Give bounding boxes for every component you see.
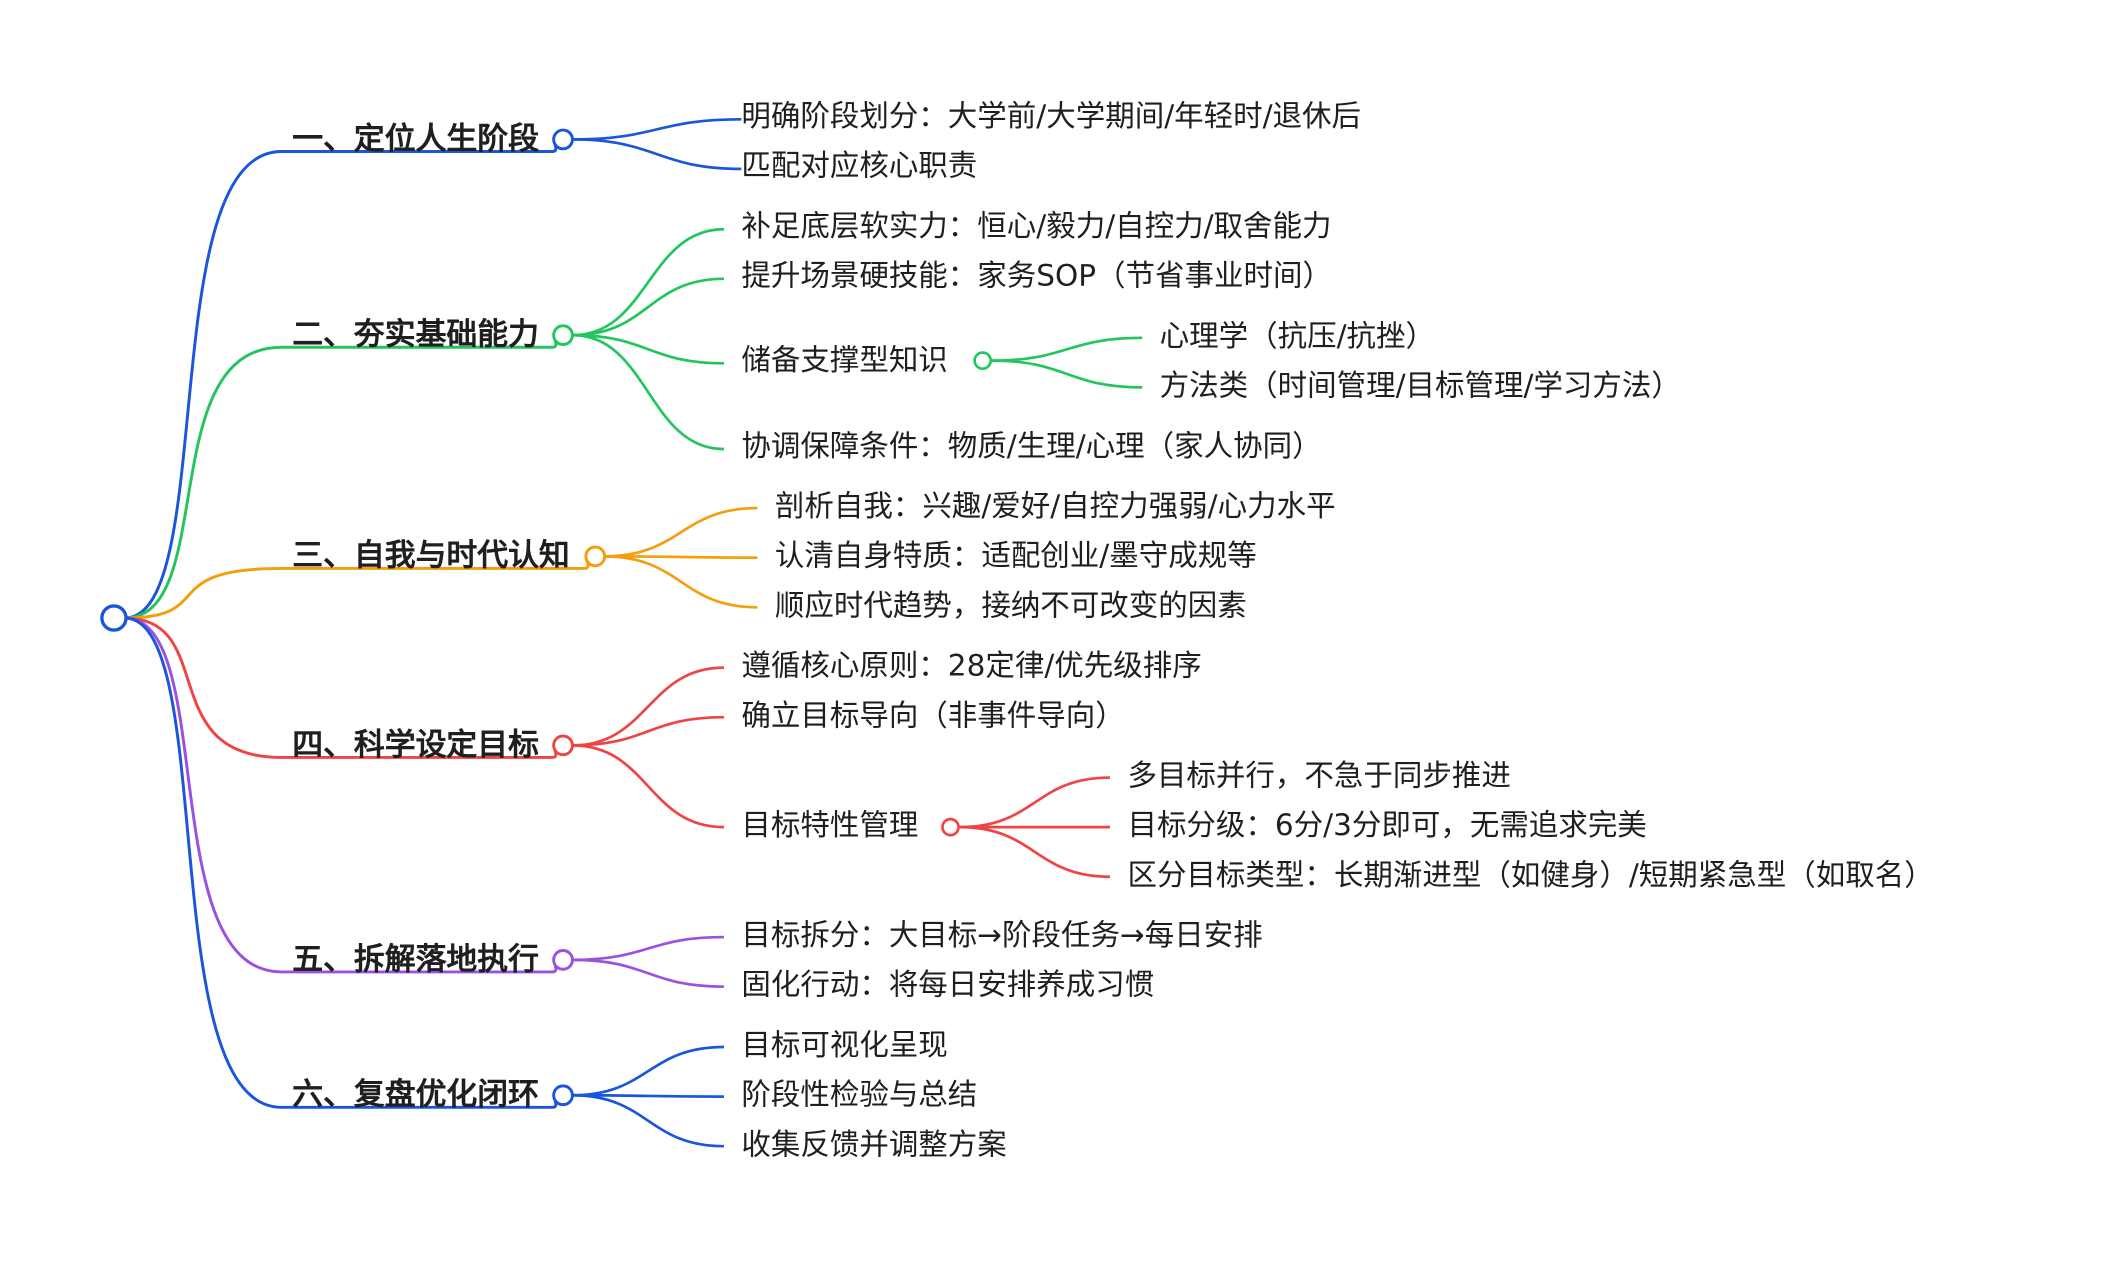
branch-3-child-1-connector <box>604 506 758 558</box>
branch-2-label[interactable]: 二、夯实基础能力 <box>292 317 539 353</box>
branch-2-node-toggle[interactable] <box>552 324 574 347</box>
branch-3-child-2-connector <box>604 555 758 560</box>
branch-4-sub-1-connector <box>959 776 1111 829</box>
node-4-2[interactable]: 确立目标导向（非事件导向） <box>741 699 1125 734</box>
node-4-3-1[interactable]: 多目标并行，不急于同步推进 <box>1127 760 1511 794</box>
branch-3-label[interactable]: 三、自我与时代认知 <box>292 538 570 574</box>
branch-4-label[interactable]: 四、科学设定目标 <box>292 727 539 763</box>
branch-2-sub-2-connector <box>992 359 1143 389</box>
branch-6-child-1-connector <box>572 1045 724 1097</box>
node-6-2[interactable]: 阶段性检验与总结 <box>741 1079 978 1113</box>
branch-4-child-2-connector <box>572 715 724 747</box>
node-2-3-1[interactable]: 心理学（抗压/抗挫） <box>1159 320 1436 354</box>
node-3-1[interactable]: 剖析自我：兴趣/爱好/自控力强弱/心力水平 <box>774 490 1336 525</box>
branch-4-subnode-toggle[interactable] <box>941 817 960 837</box>
branch-1-node-toggle[interactable] <box>552 128 574 151</box>
node-3-3[interactable]: 顺应时代趋势，接纳不可改变的因素 <box>774 589 1247 624</box>
branch-2-sub-1-connector <box>992 336 1143 362</box>
node-4-3-2[interactable]: 目标分级：6分/3分即可，无需追求完美 <box>1127 809 1647 844</box>
node-2-3[interactable]: 储备支撑型知识 <box>741 344 948 379</box>
branch-5-node-toggle[interactable] <box>552 949 574 971</box>
node-6-1[interactable]: 目标可视化呈现 <box>741 1029 948 1064</box>
node-3-2[interactable]: 认清自身特质：适配创业/墨守成规等 <box>774 540 1257 574</box>
branch-6-label[interactable]: 六、复盘优化闭环 <box>292 1077 539 1113</box>
root-node[interactable] <box>100 604 128 632</box>
branch-4-node-toggle[interactable] <box>552 734 574 757</box>
branch-5-child-1-connector <box>572 935 724 962</box>
node-2-1[interactable]: 补足底层软实力：恒心/毅力/自控力/取舍能力 <box>741 210 1332 244</box>
branch-4-sub-3-connector <box>959 825 1111 879</box>
branch-3-connector <box>124 561 590 620</box>
branch-2-subnode-toggle[interactable] <box>973 351 993 371</box>
branch-6-child-3-connector <box>572 1093 724 1148</box>
node-5-1[interactable]: 目标拆分：大目标→阶段任务→每日安排 <box>741 919 1263 954</box>
branch-2-connector <box>124 339 558 620</box>
branch-6-connector <box>124 616 558 1109</box>
branch-4-child-1-connector <box>572 666 724 747</box>
branch-1-child-2-connector <box>572 138 742 171</box>
branch-2-child-3-connector <box>572 333 724 365</box>
branch-5-label[interactable]: 五、拆解落地执行 <box>292 942 539 978</box>
branch-3-node-toggle[interactable] <box>584 545 607 568</box>
node-2-2[interactable]: 提升场景硬技能：家务SOP（节省事业时间） <box>741 260 1332 294</box>
branch-2-child-2-connector <box>572 277 724 337</box>
node-1-2[interactable]: 匹配对应核心职责 <box>741 150 978 184</box>
node-5-2[interactable]: 固化行动：将每日安排养成习惯 <box>741 969 1155 1003</box>
branch-6-child-2-connector <box>572 1093 724 1098</box>
branch-5-child-2-connector <box>572 958 724 989</box>
node-4-3[interactable]: 目标特性管理 <box>741 809 919 844</box>
node-4-1[interactable]: 遵循核心原则：28定律/优先级排序 <box>741 650 1202 684</box>
node-6-3[interactable]: 收集反馈并调整方案 <box>741 1128 1007 1163</box>
branch-1-label[interactable]: 一、定位人生阶段 <box>292 121 539 157</box>
branch-2-child-1-connector <box>572 227 724 337</box>
branch-6-node-toggle[interactable] <box>552 1084 574 1107</box>
branch-4-connector <box>124 616 558 759</box>
node-1-1[interactable]: 明确阶段划分：大学前/大学期间/年轻时/退休后 <box>741 100 1362 135</box>
branch-1-connector <box>124 144 558 620</box>
branch-3-child-3-connector <box>604 555 758 609</box>
node-2-3-2[interactable]: 方法类（时间管理/目标管理/学习方法） <box>1159 370 1681 404</box>
branch-4-child-3-connector <box>572 744 724 829</box>
branch-5-connector <box>124 616 558 974</box>
branch-1-child-1-connector <box>572 117 742 141</box>
node-4-3-3[interactable]: 区分目标类型：长期渐进型（如健身）/短期紧急型（如取名） <box>1127 859 1934 893</box>
branch-2-child-4-connector <box>572 333 724 451</box>
node-2-4[interactable]: 协调保障条件：物质/生理/心理（家人协同） <box>741 430 1322 464</box>
